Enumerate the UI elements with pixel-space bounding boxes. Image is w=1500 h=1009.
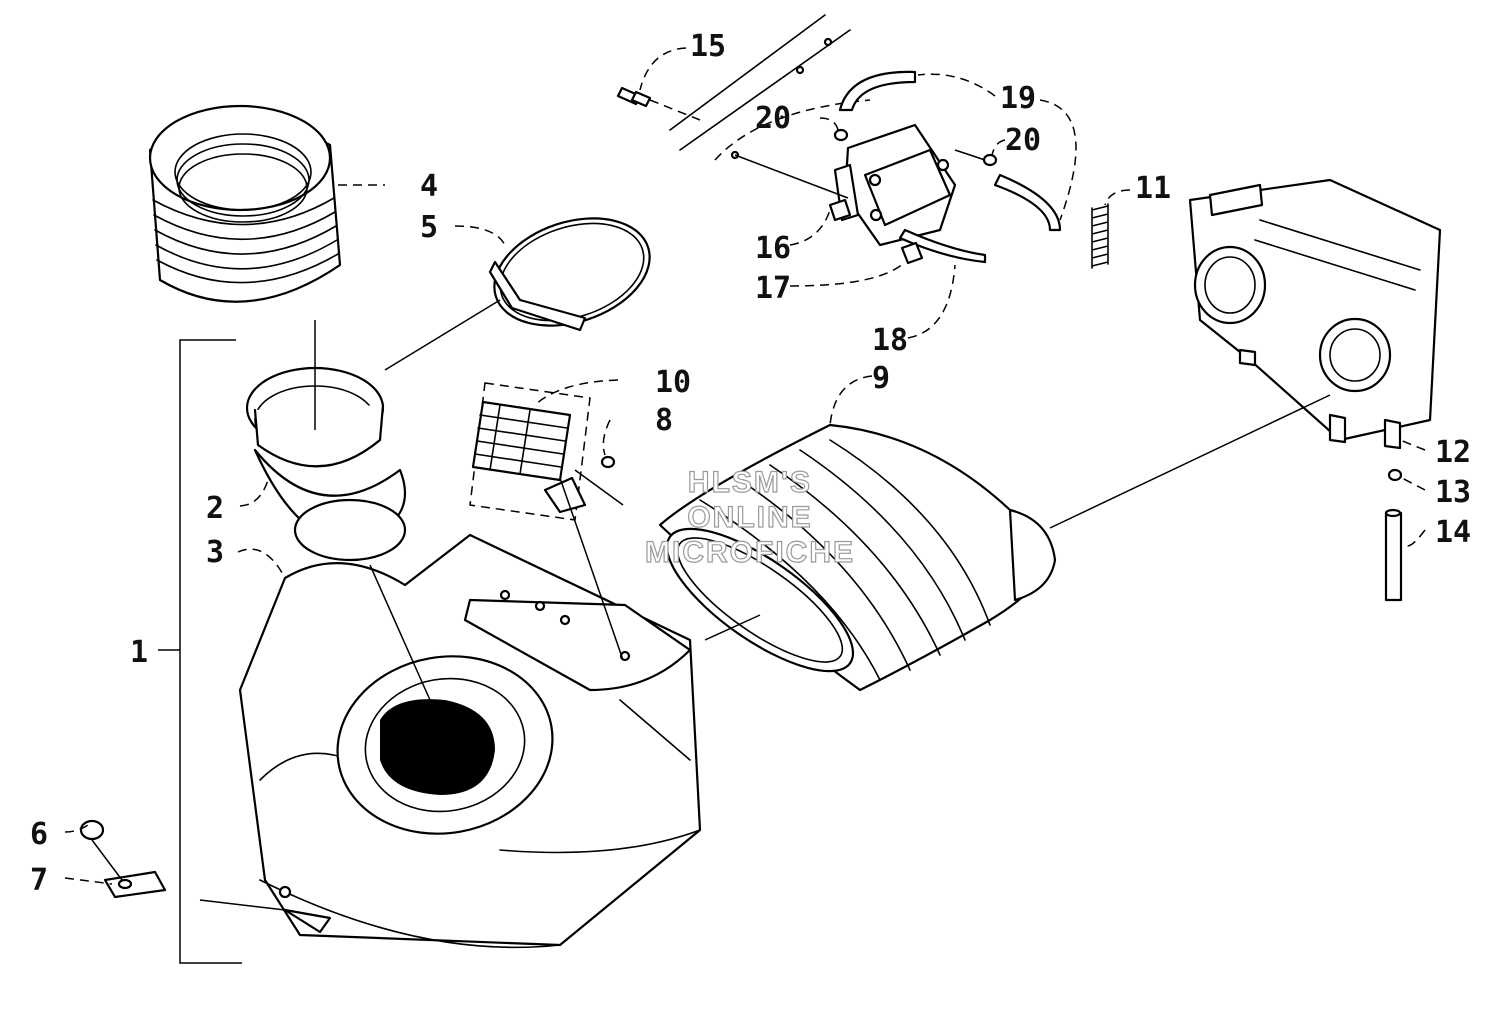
fuel-pump <box>734 123 986 247</box>
carburetor-assembly <box>1049 178 1442 529</box>
callout-8: 8 <box>655 403 673 438</box>
callout-4: 4 <box>420 169 438 204</box>
spring <box>1091 203 1109 269</box>
callout-15: 15 <box>690 29 726 64</box>
watermark-line-1: HLSM'S <box>688 466 812 499</box>
intake-adapter <box>245 366 407 562</box>
fuel-hose-lower <box>898 228 987 264</box>
vent-tube <box>1384 508 1403 602</box>
callout-19: 19 <box>1000 81 1036 116</box>
callout-5: 5 <box>420 210 438 245</box>
assembly-bracket <box>158 339 242 964</box>
hose-clip-right <box>982 153 998 167</box>
intake-silencer <box>658 423 1057 692</box>
callout-20-right: 20 <box>1005 123 1041 158</box>
callout-20-left: 20 <box>755 101 791 136</box>
callout-9: 9 <box>872 361 890 396</box>
callout-16: 16 <box>755 231 791 266</box>
callout-1: 1 <box>130 635 148 670</box>
hose-clip-left <box>833 128 849 142</box>
fitting <box>900 241 924 265</box>
watermark-line-3: MICROFICHE <box>645 536 855 569</box>
callout-17: 17 <box>755 271 791 306</box>
callout-12: 12 <box>1435 435 1471 470</box>
callout-3: 3 <box>206 535 224 570</box>
fuel-hose-upper <box>838 70 1062 232</box>
screw <box>616 86 701 121</box>
callout-14: 14 <box>1435 515 1471 550</box>
warning-decal <box>469 382 616 521</box>
callout-2: 2 <box>206 491 224 526</box>
retaining-clip <box>103 870 167 899</box>
watermark-line-2: ONLINE <box>687 501 812 534</box>
watermark: HLSM'S ONLINE MICROFICHE <box>644 465 855 569</box>
callout-7: 7 <box>30 863 48 898</box>
callout-18: 18 <box>872 323 908 358</box>
callout-labels: 1 2 3 4 5 6 7 8 9 10 11 12 13 14 15 16 1… <box>30 29 1471 898</box>
mounting-plate <box>669 14 871 161</box>
airbox-housing <box>238 533 702 949</box>
leader-lines <box>64 47 1426 911</box>
grommet <box>79 819 105 841</box>
bellows-boot <box>148 104 342 303</box>
hose-clamp <box>488 217 651 332</box>
callout-13: 13 <box>1435 475 1471 510</box>
hose-clip-lower <box>1387 468 1403 482</box>
callout-10: 10 <box>655 365 691 400</box>
callout-6: 6 <box>30 817 48 852</box>
callout-11: 11 <box>1135 171 1171 206</box>
